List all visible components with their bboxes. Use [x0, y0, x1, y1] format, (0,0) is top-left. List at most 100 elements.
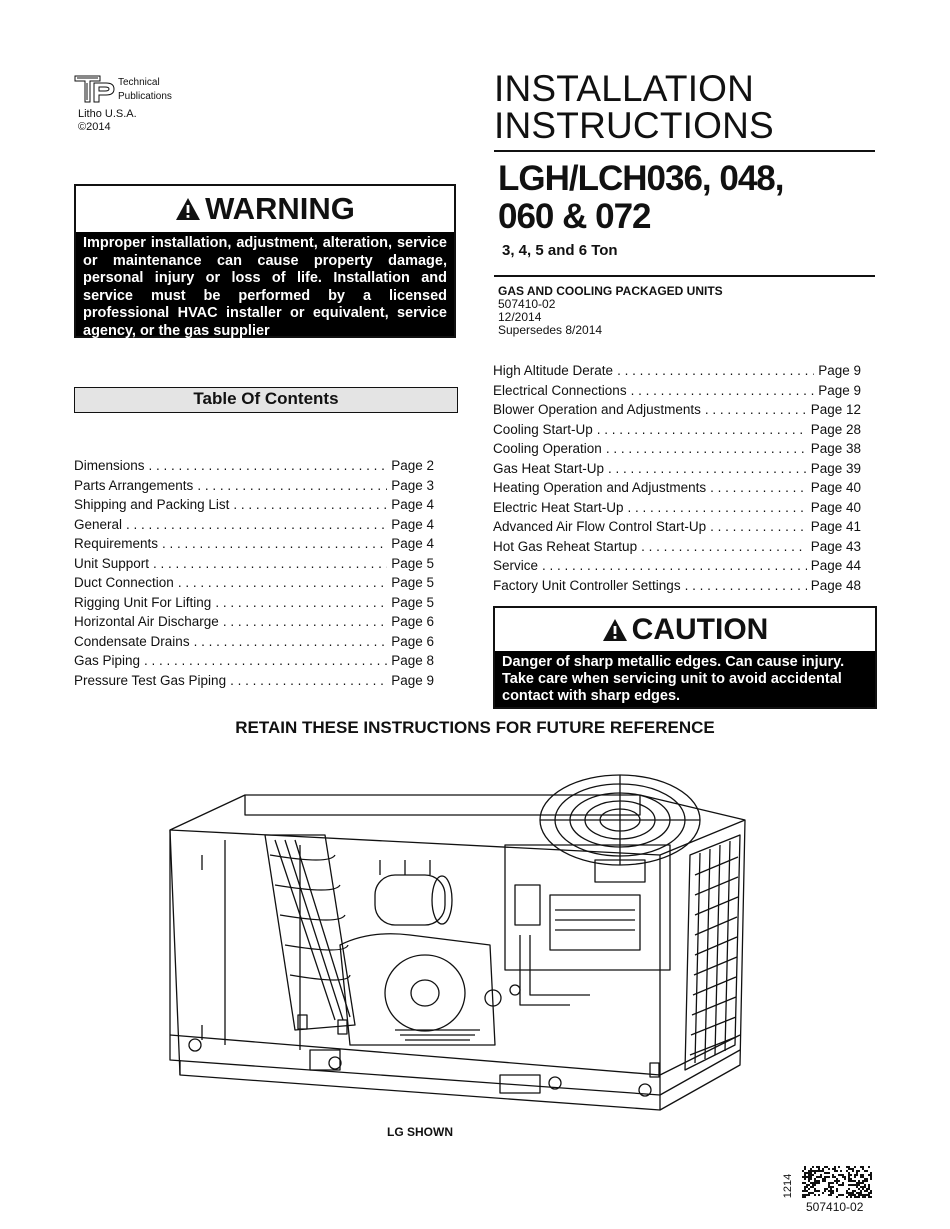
toc-entry: Heating Operation and AdjustmentsPage 40	[493, 480, 861, 500]
toc-entry-page: Page 4	[391, 516, 434, 532]
title-rule	[494, 150, 875, 152]
toc-entry-page: Page 38	[810, 441, 861, 456]
toc-entry: High Altitude DeratePage 9	[493, 363, 861, 383]
toc-entry-page: Page 5	[391, 575, 434, 590]
toc-entry-page: Page 44	[810, 558, 861, 573]
toc-entry-page: Page 40	[810, 480, 861, 495]
toc-entry-label: Advanced Air Flow Control Start-Up	[493, 519, 707, 534]
toc-entry: General Page 4	[74, 517, 434, 537]
toc-entry: Pressure Test Gas PipingPage 9	[74, 673, 434, 693]
toc-entry: Factory Unit Controller Settings Page 48	[493, 578, 861, 598]
toc-entry-label: Duct Connection	[74, 575, 174, 590]
toc-entry-page: Page 28	[810, 421, 861, 437]
toc-leader-dots	[597, 422, 807, 437]
toc-leader-dots	[641, 539, 807, 554]
toc-entry-page: Page 6	[391, 633, 434, 649]
caution-label: CAUTION	[631, 612, 769, 646]
warning-heading: WARNING	[76, 186, 454, 232]
models-line2: 060 & 072	[498, 197, 652, 236]
toc-leader-dots	[542, 558, 807, 573]
toc-leader-dots	[710, 480, 807, 495]
toc-entry: Unit Support Page 5	[74, 556, 434, 576]
publisher-name: Technical Publications	[118, 76, 172, 104]
toc-entry-label: Factory Unit Controller Settings	[493, 577, 681, 593]
toc-entry-label: Electric Heat Start-Up	[493, 499, 624, 515]
toc-entry-label: Condensate Drains	[74, 633, 190, 649]
toc-entry-page: Page 2	[391, 458, 434, 473]
toc-entry-page: Page 9	[818, 382, 861, 398]
toc-entry: Cooling Start-Up Page 28	[493, 422, 861, 442]
warning-label: WARNING	[205, 191, 355, 226]
toc-entry-page: Page 9	[391, 672, 434, 688]
supersedes: Supersedes 8/2014	[498, 323, 603, 337]
toc-entry-page: Page 5	[391, 555, 434, 571]
toc-entry: Blower Operation and AdjustmentsPage 12	[493, 402, 861, 422]
toc-entry-page: Page 3	[391, 477, 434, 493]
toc-leader-dots	[126, 517, 387, 532]
toc-leader-dots	[710, 519, 807, 534]
warning-text: Improper installation, adjustment, alter…	[76, 232, 454, 339]
meta-rule	[494, 275, 875, 277]
caution-icon	[602, 618, 627, 641]
toc-entry: Electrical ConnectionsPage 9	[493, 383, 861, 403]
technical-publications-logo	[74, 75, 115, 103]
toc-entry: ServicePage 44	[493, 558, 861, 578]
footer-doc-number: 507410-02	[806, 1200, 864, 1214]
toc-entry-label: Unit Support	[74, 555, 150, 571]
toc-leader-dots	[631, 383, 815, 398]
toc-leader-dots	[233, 497, 387, 512]
print-info: Litho U.S.A. ©2014	[78, 108, 137, 134]
toc-leader-dots	[685, 578, 807, 593]
side-code: 1214	[782, 1173, 795, 1199]
toc-heading: Table Of Contents	[74, 387, 458, 413]
doc-date: 12/2014	[498, 310, 542, 324]
toc-entry-label: Horizontal Air Discharge	[74, 614, 219, 629]
toc-leader-dots	[608, 461, 807, 476]
caution-heading: CAUTION	[495, 608, 875, 651]
toc-entry: Gas PipingPage 8	[74, 653, 434, 673]
publisher-line2: Publications	[118, 91, 172, 102]
product-type: GAS AND COOLING PACKAGED UNITS	[498, 284, 723, 298]
caution-text: Danger of sharp metallic edges. Can caus…	[495, 651, 875, 707]
toc-leader-dots	[628, 500, 807, 515]
toc-entry: Horizontal Air Discharge Page 6	[74, 614, 434, 634]
toc-entry-label: Dimensions	[74, 458, 145, 473]
toc-entry-label: Rigging Unit For Lifting	[74, 594, 212, 610]
toc-entry-page: Page 43	[810, 538, 861, 554]
toc-leader-dots	[149, 458, 388, 473]
toc-entry-page: Page 8	[391, 653, 434, 668]
toc-leader-dots	[162, 536, 387, 551]
toc-entry-label: Gas Heat Start-Up	[493, 460, 605, 476]
toc-entry: RequirementsPage 4	[74, 536, 434, 556]
toc-entry-page: Page 41	[810, 519, 861, 534]
toc-entry-label: Blower Operation and Adjustments	[493, 402, 701, 417]
tonnage: 3, 4, 5 and 6 Ton	[502, 242, 618, 259]
warning-icon	[176, 198, 201, 220]
model-numbers: LGH/LCH036, 048, 060 & 072	[498, 160, 784, 236]
toc-leader-dots	[617, 363, 814, 378]
models-line1: LGH/LCH036, 048,	[498, 159, 784, 198]
toc-leader-dots	[705, 402, 807, 417]
toc-leader-dots	[230, 673, 387, 688]
warning-box: WARNING Improper installation, adjustmen…	[74, 184, 456, 339]
barcode-icon	[802, 1166, 872, 1198]
toc-entry: Shipping and Packing ListPage 4	[74, 497, 434, 517]
document-meta: GAS AND COOLING PACKAGED UNITS 507410-02…	[498, 285, 723, 337]
doc-number: 507410-02	[498, 297, 556, 311]
toc-leader-dots	[223, 614, 387, 629]
toc-entry-label: Shipping and Packing List	[74, 497, 230, 512]
toc-entry: Cooling OperationPage 38	[493, 441, 861, 461]
toc-entry-page: Page 48	[810, 577, 861, 593]
toc-leader-dots	[178, 575, 387, 590]
toc-entry: Dimensions Page 2	[74, 458, 434, 478]
toc-entry: Condensate Drains Page 6	[74, 634, 434, 654]
toc-entry-label: Cooling Start-Up	[493, 421, 593, 437]
toc-entry-label: General	[74, 516, 123, 532]
toc-entry-label: High Altitude Derate	[493, 363, 614, 378]
toc-entry-page: Page 6	[391, 614, 434, 629]
toc-entry-label: Requirements	[74, 536, 159, 551]
toc-entry: Advanced Air Flow Control Start-Up Page 4…	[493, 519, 861, 539]
toc-leader-dots	[144, 653, 387, 668]
toc-entry-page: Page 40	[810, 499, 861, 515]
toc-entry-label: Parts Arrangements	[74, 477, 194, 493]
